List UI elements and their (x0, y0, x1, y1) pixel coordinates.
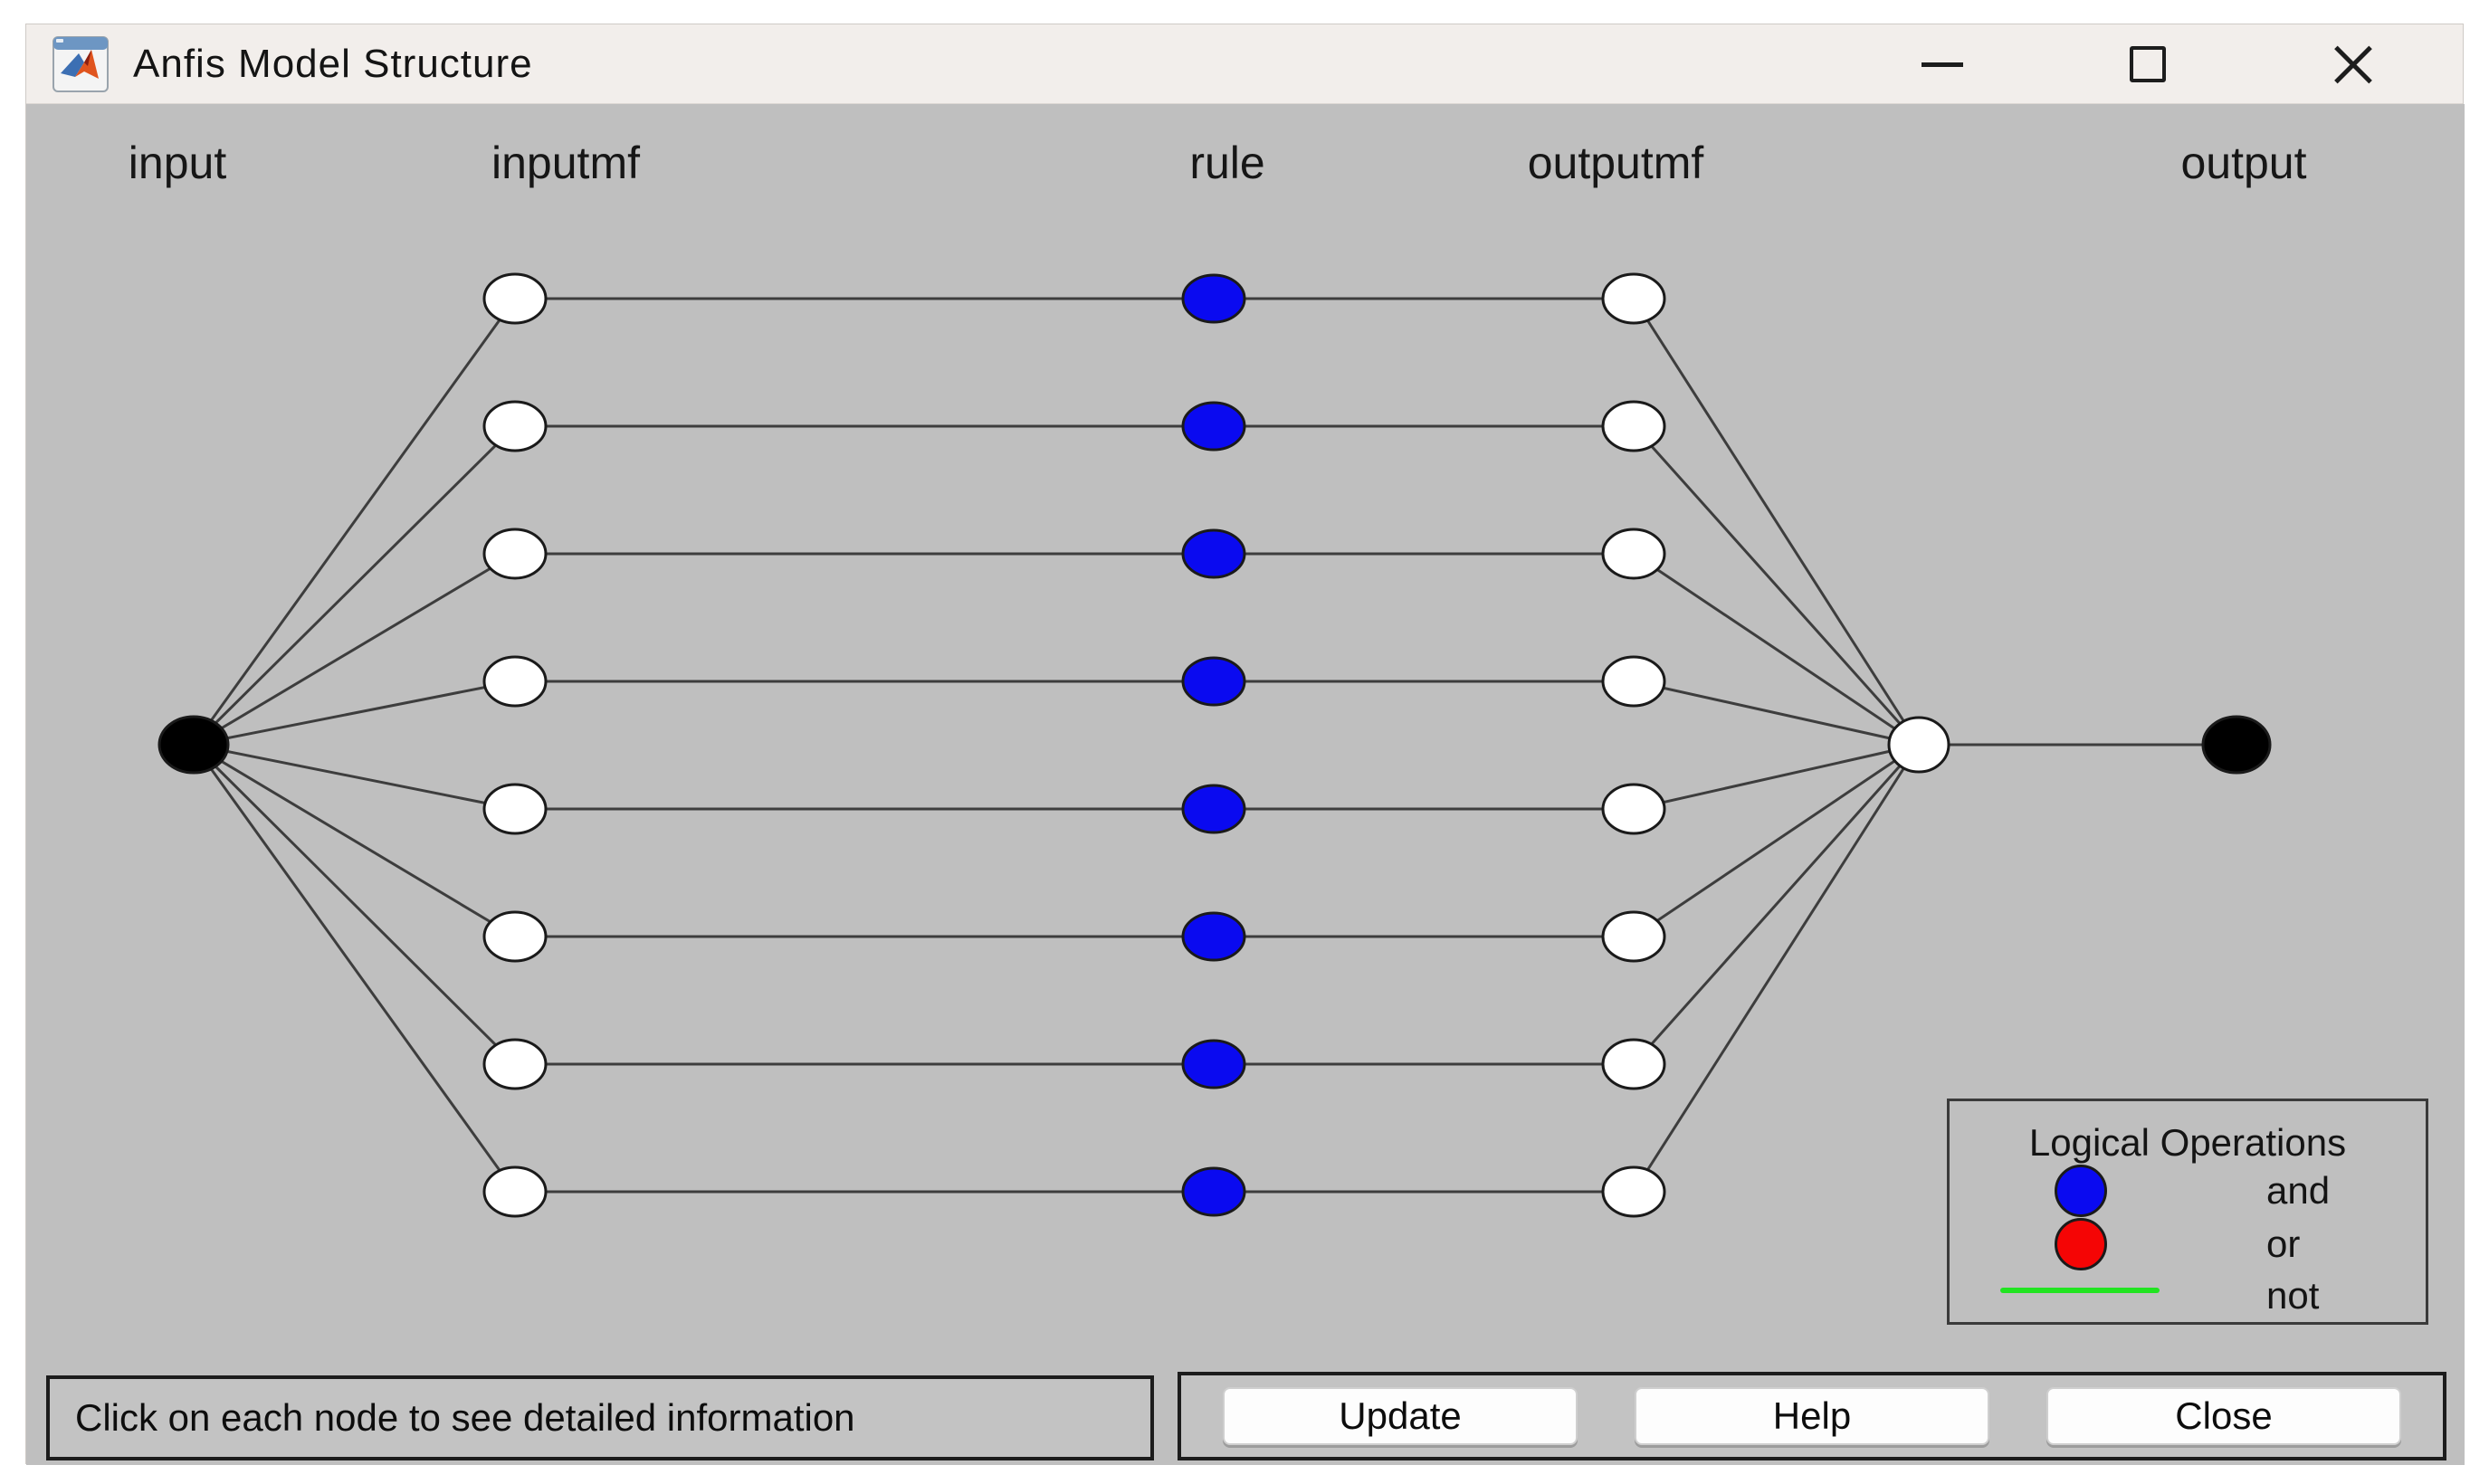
edge-line (1632, 744, 1921, 1065)
node-rule-2[interactable] (1181, 401, 1246, 452)
legend-not-line-icon (2000, 1288, 2160, 1293)
node-rule-3[interactable] (1181, 528, 1246, 579)
edge-line (193, 680, 516, 747)
legend-not-label: not (2266, 1274, 2320, 1317)
window-title: Anfis Model Structure (133, 41, 533, 86)
figure-canvas: input inputmf rule outputmf output Logic… (26, 104, 2465, 1465)
node-outputmf-7[interactable] (1601, 1038, 1666, 1090)
node-outputmf-1[interactable] (1601, 272, 1666, 325)
title-bar: Anfis Model Structure (26, 24, 2463, 104)
node-inputmf-1[interactable] (482, 272, 548, 325)
edge-line (192, 744, 517, 1193)
node-outputmf-4[interactable] (1601, 655, 1666, 708)
edge-line (192, 298, 517, 746)
column-label-output: output (2180, 138, 2307, 188)
column-label-input: input (128, 138, 227, 188)
minimize-icon[interactable] (1919, 41, 1966, 88)
node-rule-5[interactable] (1181, 784, 1246, 834)
legend-or-label: or (2266, 1222, 2301, 1265)
button-panel: Update Help Close (1178, 1372, 2446, 1460)
column-label-outputmf: outputmf (1527, 138, 1704, 188)
node-inputmf-6[interactable] (482, 910, 548, 963)
matlab-logo-icon (52, 35, 109, 92)
edge-line (193, 552, 516, 747)
node-rule-6[interactable] (1181, 911, 1246, 962)
node-outputmf-8[interactable] (1601, 1165, 1666, 1218)
node-output[interactable] (2201, 715, 2272, 775)
close-button[interactable]: Close (2046, 1387, 2401, 1445)
edge-line (1633, 743, 1920, 811)
edge-line (192, 424, 517, 747)
node-outputmf-6[interactable] (1601, 910, 1666, 963)
legend-and-label: and (2266, 1169, 2331, 1212)
node-inputmf-4[interactable] (482, 655, 548, 708)
legend-or-circle-icon (2055, 1218, 2107, 1270)
maximize-icon[interactable] (2124, 41, 2171, 88)
app-window: Anfis Model Structure input inputmf rule… (25, 24, 2465, 1465)
legend-title: Logical Operations (2028, 1121, 2347, 1164)
edge-line (1632, 298, 1921, 746)
node-rule-8[interactable] (1181, 1166, 1246, 1217)
node-outputmf-3[interactable] (1601, 528, 1666, 580)
node-inputmf-5[interactable] (482, 783, 548, 835)
edge-line (1632, 744, 1921, 1193)
help-button[interactable]: Help (1635, 1387, 1989, 1445)
edge-line (193, 743, 516, 938)
node-rule-1[interactable] (1181, 273, 1246, 324)
update-button[interactable]: Update (1223, 1387, 1578, 1445)
legend-logical-operations: Logical Operations and or not (1947, 1099, 2428, 1325)
node-outputmf-2[interactable] (1601, 400, 1666, 452)
edge-line (1633, 552, 1920, 747)
network-canvas (157, 272, 2272, 1218)
node-rule-7[interactable] (1181, 1039, 1246, 1089)
node-inputmf-7[interactable] (482, 1038, 548, 1090)
edge-line (1633, 743, 1920, 938)
legend-and-circle-icon (2055, 1165, 2107, 1217)
node-rule-4[interactable] (1181, 656, 1246, 707)
node-outputmf-5[interactable] (1601, 783, 1666, 835)
status-message: Click on each node to see detailed infor… (75, 1396, 855, 1439)
node-inputmf-3[interactable] (482, 528, 548, 580)
edge-line (193, 743, 516, 811)
edge-line (1633, 680, 1920, 747)
node-output-sum[interactable] (1887, 716, 1950, 774)
column-label-rule: rule (1189, 138, 1265, 188)
node-input[interactable] (157, 715, 230, 775)
edge-line (192, 743, 517, 1066)
node-inputmf-8[interactable] (482, 1165, 548, 1218)
status-box: Click on each node to see detailed infor… (46, 1375, 1154, 1460)
edge-line (1632, 424, 1921, 747)
node-inputmf-2[interactable] (482, 400, 548, 452)
close-icon[interactable] (2330, 41, 2377, 88)
column-label-inputmf: inputmf (491, 138, 640, 188)
